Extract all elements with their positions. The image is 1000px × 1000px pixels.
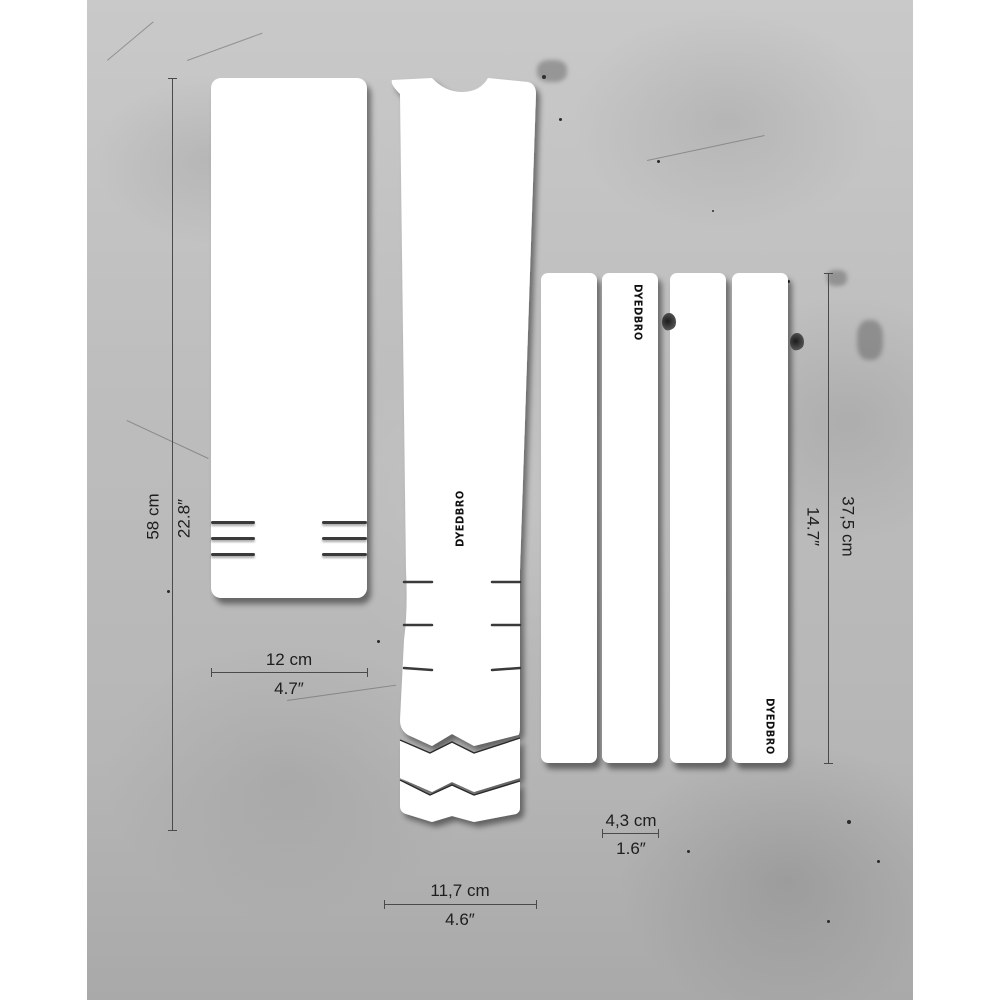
down-tube-protector-panel: [391, 78, 536, 822]
dimension-width-down-tube-metric: 11,7 cm: [430, 881, 490, 900]
hole-mark: [790, 333, 804, 351]
dimension-width-strip-imperial: 1.6″: [616, 839, 646, 858]
dimension-width-strip-metric: 4,3 cm: [605, 811, 657, 830]
dimension-tick: [168, 78, 177, 79]
speck: [559, 118, 562, 121]
crack: [107, 21, 154, 61]
cut-slot: [211, 521, 255, 524]
top-tube-protector-panel: [211, 78, 367, 598]
speck: [847, 820, 851, 824]
cut-slot: [322, 521, 367, 524]
dimension-line-width-panel: [211, 672, 367, 673]
cut-slot: [322, 553, 367, 556]
stay-strip-3: [670, 273, 726, 763]
dimension-line-width-strip: [602, 833, 658, 834]
dimension-tick: [824, 763, 833, 764]
dimension-tick: [824, 273, 833, 274]
crack: [647, 135, 765, 161]
brand-logo: DYEDBRO: [453, 490, 467, 547]
dimension-line-width-down-tube: [384, 904, 536, 905]
speck: [712, 210, 714, 212]
speck: [377, 640, 380, 643]
cut-slot: [211, 537, 255, 540]
crack: [126, 420, 209, 459]
dimension-height-total-metric: 58 cm: [143, 493, 163, 540]
stain: [827, 270, 847, 286]
dimension-line-height-strips: [828, 273, 829, 763]
dimension-line-height-total: [172, 78, 173, 830]
dimension-tick: [384, 900, 385, 909]
dimension-height-strips-imperial: 14.7″: [803, 506, 823, 547]
stay-strip-2: [602, 273, 658, 763]
dimension-height-strips-metric: 37,5 cm: [838, 496, 858, 557]
brand-logo: DYEDBRO: [763, 698, 777, 755]
brand-logo: DYEDBRO: [631, 284, 645, 341]
dimension-width-down-tube-imperial: 4.6″: [445, 910, 475, 929]
speck: [687, 850, 690, 853]
dimension-tick: [658, 829, 659, 838]
speck: [827, 920, 830, 923]
speck: [542, 75, 546, 79]
dimension-width-panel-imperial: 4.7″: [274, 679, 304, 698]
dimension-width-panel-metric: 12 cm: [265, 650, 313, 669]
dimension-tick: [211, 668, 212, 677]
dimension-tick: [536, 900, 537, 909]
dimension-tick: [168, 830, 177, 831]
stay-strip-1: [541, 273, 597, 763]
stain: [857, 320, 883, 360]
speck: [787, 280, 790, 283]
speck: [877, 860, 880, 863]
dimension-tick: [602, 829, 603, 838]
hole-mark: [662, 313, 676, 331]
dimension-tick: [367, 668, 368, 677]
cut-slot: [211, 553, 255, 556]
stain: [537, 60, 567, 82]
dimension-height-total-imperial: 22.8″: [174, 498, 194, 539]
speck: [657, 160, 660, 163]
cut-slot: [322, 537, 367, 540]
crack: [187, 32, 263, 61]
stay-strip-4: [732, 273, 788, 763]
speck: [167, 590, 170, 593]
